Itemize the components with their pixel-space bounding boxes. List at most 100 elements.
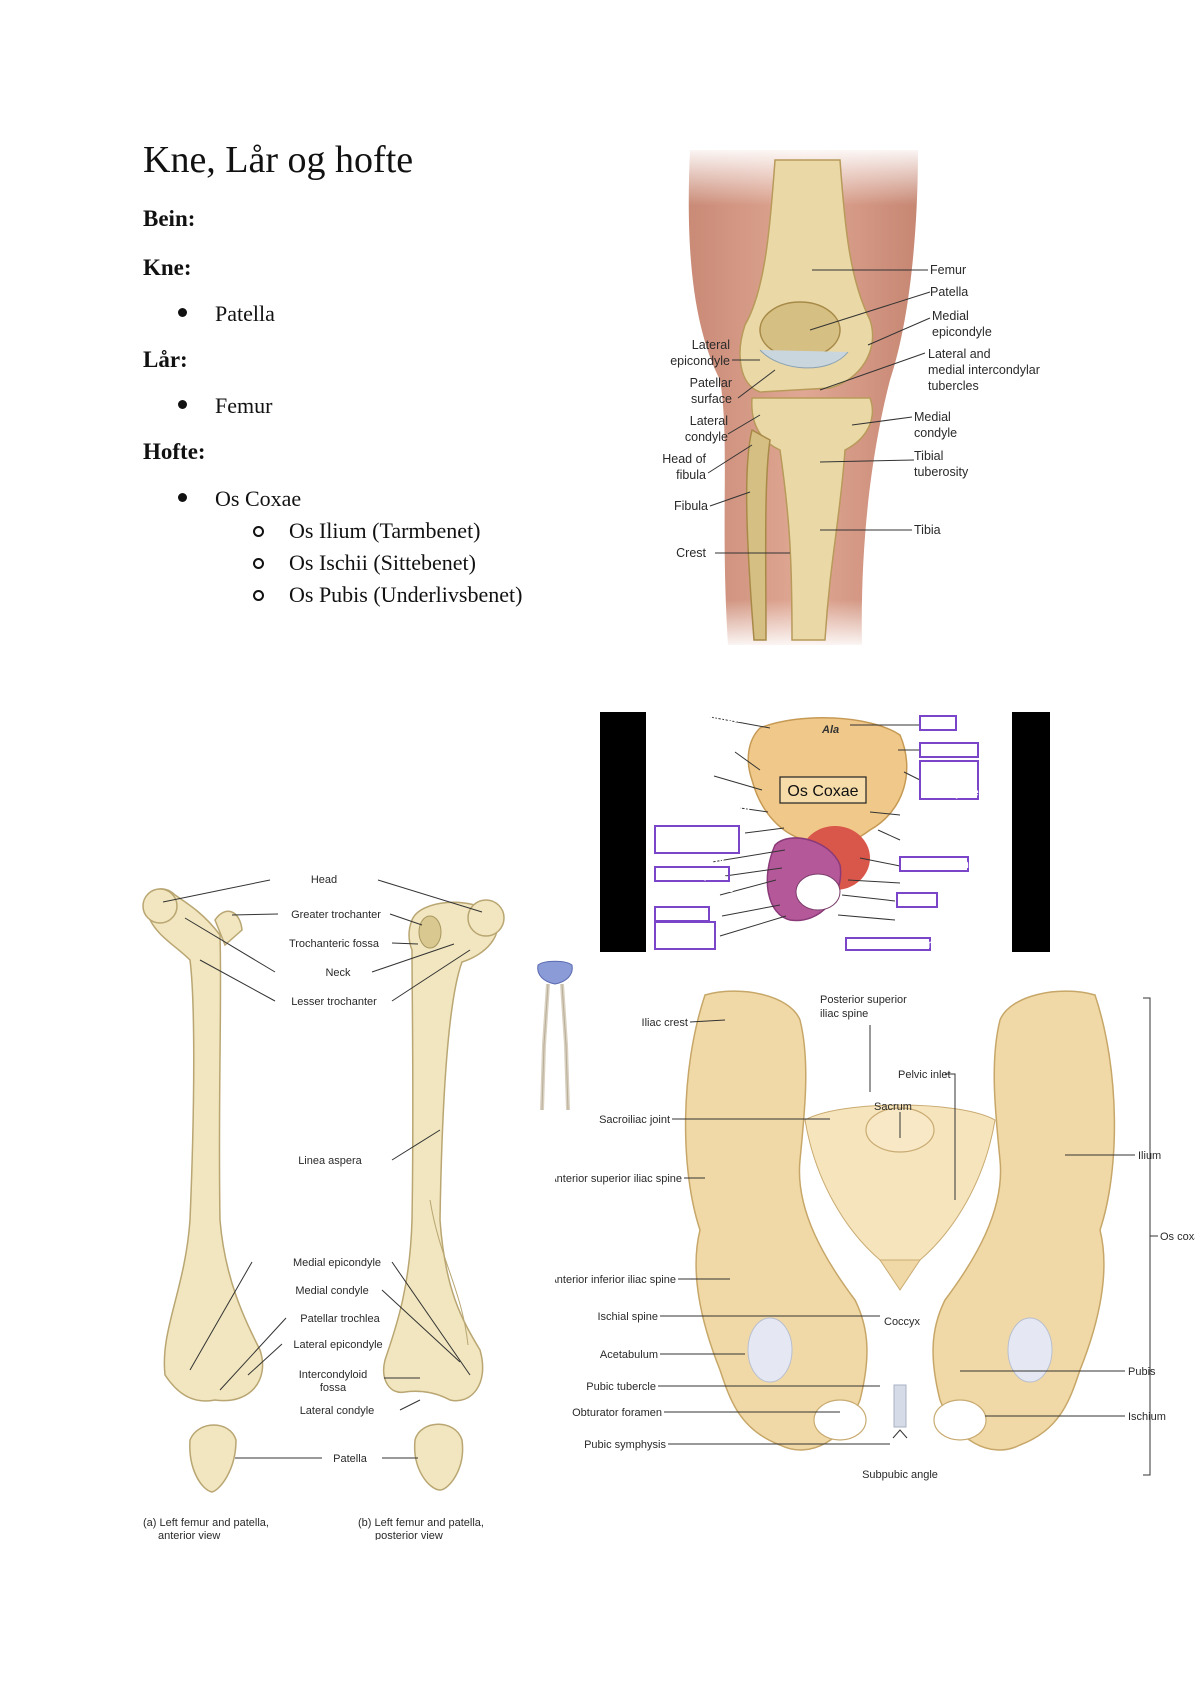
label-sacrum: Sacrum — [874, 1101, 912, 1113]
label-pelvic-inlet: Pelvic inlet — [898, 1069, 951, 1081]
os-coxae-bone — [747, 717, 908, 922]
label-medial-epicondyle: Medial epicondyle — [293, 1257, 381, 1269]
svg-text:condyle: condyle — [914, 426, 957, 440]
list-item-os-coxae: Os Coxae — [215, 486, 302, 511]
svg-text:Posterior: Posterior — [658, 765, 709, 777]
pelvis-leader-lines — [658, 1019, 1135, 1445]
svg-text:iliac spine: iliac spine — [923, 787, 979, 799]
svg-text:gluteal line: gluteal line — [902, 815, 962, 827]
os-coxae-figure: Os Coxae Ala Anterior gluteal line Poste… — [600, 712, 1050, 952]
svg-text:tuberosity: tuberosity — [658, 936, 714, 948]
label-medial-condyle: Medial — [914, 410, 951, 424]
label-os-coxae: Os coxae — [1160, 1231, 1195, 1243]
label-femur: Femur — [930, 263, 966, 277]
box-greater-sciatic-notch — [654, 825, 740, 854]
svg-text:fibula: fibula — [676, 468, 706, 482]
label-ala: Ala — [821, 724, 839, 736]
svg-text:superior: superior — [923, 775, 970, 787]
label-ischium: Ischium — [1128, 1411, 1166, 1423]
femur-leader-lines — [162, 879, 483, 1459]
femur-anterior — [142, 888, 264, 1493]
os-coxae-right-labels: Ilium Iliac crest Anterior superior ilia… — [845, 715, 990, 951]
svg-text:Pubis: Pubis — [900, 895, 931, 907]
heading-kne: Kne: — [143, 255, 192, 280]
label-trochanteric-fossa: Trochanteric fossa — [289, 938, 380, 950]
svg-text:of pubis: of pubis — [900, 923, 945, 935]
knee-bones — [739, 159, 874, 641]
svg-text:epicondyle: epicondyle — [670, 354, 730, 368]
label-intercondyloid-fossa: Intercondyloid — [299, 1369, 368, 1381]
heading-bein: Bein: — [143, 206, 196, 231]
svg-text:Iliac crest: Iliac crest — [923, 745, 976, 757]
svg-text:Anterior gluteal: Anterior gluteal — [658, 713, 743, 725]
svg-text:Greater sciatic: Greater sciatic — [658, 829, 739, 841]
svg-text:anterior view: anterior view — [158, 1530, 220, 1540]
svg-text:posterior view: posterior view — [375, 1530, 443, 1540]
svg-text:gluteal line: gluteal line — [658, 751, 718, 763]
label-head: Head — [311, 874, 337, 886]
pelvis-bones — [684, 990, 1116, 1451]
svg-text:fossa: fossa — [320, 1382, 347, 1394]
label-ilium: Ilium — [1138, 1150, 1161, 1162]
list-item-patella: Patella — [215, 301, 275, 326]
svg-text:condyle: condyle — [685, 430, 728, 444]
label-psis: Posterior superior — [820, 994, 907, 1006]
femur-figure: Head Greater trochanter Trochanteric fos… — [142, 874, 505, 1540]
svg-text:line: line — [658, 725, 678, 737]
heading-lar: Lår: — [143, 347, 188, 372]
label-medial-epicondyle: Medial — [932, 309, 969, 323]
svg-text:medial intercondylar: medial intercondylar — [928, 363, 1040, 377]
svg-text:epicondyle: epicondyle — [932, 325, 992, 339]
label-sacroiliac-joint: Sacroiliac joint — [599, 1114, 670, 1126]
svg-text:Obturator foramen: Obturator foramen — [849, 939, 951, 951]
svg-text:superior: superior — [658, 777, 705, 789]
box-ischial-tuberosity — [654, 921, 716, 950]
svg-text:Ischial: Ischial — [658, 924, 694, 936]
label-neck: Neck — [325, 967, 351, 979]
sub-list-item-ilium: Os Ilium (Tarmbenet) — [289, 518, 481, 543]
svg-text:iliac spine: iliac spine — [658, 789, 714, 801]
label-patella: Patella — [930, 285, 968, 299]
label-coccyx: Coccyx — [884, 1316, 921, 1328]
caption-anterior: (a) Left femur and patella, — [143, 1517, 269, 1529]
svg-text:iliac spine: iliac spine — [820, 1008, 868, 1020]
label-obturator-foramen: Obturator foramen — [572, 1407, 662, 1419]
label-tibial-tuberosity: Tibial — [914, 449, 943, 463]
label-crest: Crest — [676, 546, 706, 560]
label-pubic-tubercle: Pubic tubercle — [586, 1381, 656, 1393]
label-patellar-trochlea: Patellar trochlea — [300, 1313, 380, 1325]
pelvis-labels: Iliac crest Posterior superior iliac spi… — [555, 994, 1195, 1481]
label-patellar-surface: Patellar — [690, 376, 732, 390]
label-lesser-trochanter: Lesser trochanter — [291, 996, 377, 1008]
box-iliac-crest — [919, 742, 979, 758]
svg-text:Ischium: Ischium — [658, 909, 701, 921]
os-coxae-leader-lines — [709, 716, 921, 937]
label-lateral-condyle: Lateral — [690, 414, 728, 428]
os-coxae-center-label: Os Coxae — [787, 783, 858, 800]
femur-labels: Head Greater trochanter Trochanteric fos… — [143, 874, 484, 1540]
os-coxae-left-labels: Anterior gluteal line Posterior gluteal … — [654, 713, 752, 950]
label-tibia: Tibia — [914, 523, 941, 537]
svg-text:Ischial body: Ischial body — [658, 855, 725, 867]
box-ischial-spine — [654, 866, 730, 882]
svg-text:iliac spine: iliac spine — [902, 843, 958, 855]
label-lateral-epicondyle: Lateral — [692, 338, 730, 352]
svg-text:Ilium: Ilium — [923, 718, 950, 730]
svg-text:iliac spine: iliac spine — [658, 814, 714, 826]
label-aiis: Anterior inferior iliac spine — [555, 1274, 676, 1286]
label-lateral-epicondyle: Lateral epicondyle — [293, 1339, 382, 1351]
label-head-of-fibula: Head of — [662, 452, 706, 466]
svg-text:Anterior: Anterior — [923, 763, 968, 775]
label-lateral-condyle: Lateral condyle — [300, 1405, 375, 1417]
label-intercondylar-tubercles: Lateral and — [928, 347, 991, 361]
heading-hofte: Hofte: — [143, 439, 206, 464]
label-iliac-crest: Iliac crest — [642, 1017, 688, 1029]
knee-anatomy-figure: Femur Patella Medial epicondyle Lateral … — [640, 145, 1040, 650]
pelvis-figure: Iliac crest Posterior superior iliac spi… — [555, 990, 1195, 1481]
caption-posterior: (b) Left femur and patella, — [358, 1517, 484, 1529]
svg-text:Lesser sciatic: Lesser sciatic — [658, 883, 735, 895]
sub-list-item-ischii: Os Ischii (Sittebenet) — [289, 550, 476, 575]
svg-text:Inferior ramus: Inferior ramus — [900, 911, 977, 923]
label-ischial-spine: Ischial spine — [597, 1311, 658, 1323]
femur-posterior — [383, 899, 505, 1491]
